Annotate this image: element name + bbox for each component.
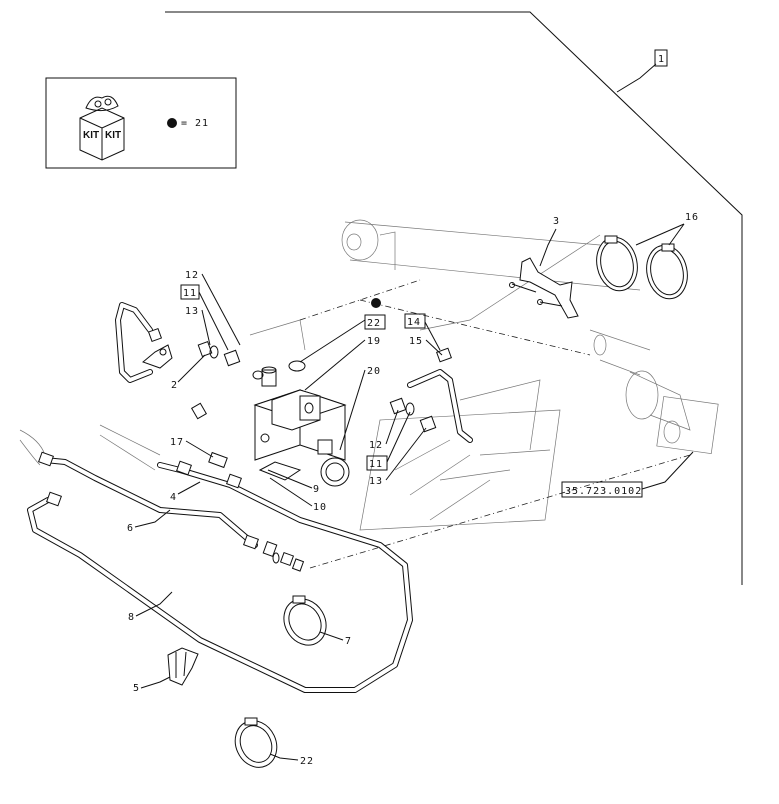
hose-clamp-22 <box>234 717 278 768</box>
svg-text:11: 11 <box>369 459 383 470</box>
svg-text:10: 10 <box>313 502 327 513</box>
center-lines <box>299 279 691 569</box>
tube-assembly-2 <box>115 302 241 420</box>
kit-label-right: KIT <box>105 130 121 141</box>
o-ring <box>252 360 306 380</box>
svg-text:16: 16 <box>685 212 699 223</box>
svg-text:4: 4 <box>170 492 177 503</box>
kit-box-icon: KIT KIT <box>79 95 125 161</box>
svg-text:17: 17 <box>170 437 184 448</box>
svg-text:13: 13 <box>369 476 383 487</box>
svg-text:5: 5 <box>133 683 140 694</box>
reference-box: 35.723.0102 <box>561 451 694 498</box>
tube-assembly-right <box>389 347 473 443</box>
callouts: 12 11 13 2 22 19 20 14 15 12 11 <box>127 270 443 767</box>
svg-text:35.723.0102: 35.723.0102 <box>565 486 642 497</box>
kit-legend: KIT KIT = 21 <box>45 77 237 169</box>
hose-clamps-16: 16 <box>596 212 699 300</box>
svg-text:22: 22 <box>367 318 381 329</box>
frame-bracket <box>165 11 743 585</box>
svg-text:14: 14 <box>407 317 421 328</box>
svg-text:7: 7 <box>345 636 352 647</box>
svg-text:2: 2 <box>171 380 178 391</box>
bracket-3: 3 <box>509 216 579 319</box>
svg-text:22: 22 <box>300 756 314 767</box>
svg-text:13: 13 <box>185 306 199 317</box>
svg-text:12: 12 <box>369 440 383 451</box>
kit-label-left: KIT <box>83 130 99 141</box>
clip-5 <box>167 647 199 686</box>
svg-text:12: 12 <box>185 270 199 281</box>
svg-text:15: 15 <box>409 336 423 347</box>
callout-1: 1 <box>616 49 668 93</box>
svg-text:8: 8 <box>128 612 135 623</box>
svg-text:1: 1 <box>658 54 665 65</box>
valve-block <box>253 366 350 487</box>
kit-legend-text: = 21 <box>181 118 209 129</box>
svg-text:9: 9 <box>313 484 320 495</box>
svg-text:11: 11 <box>183 288 197 299</box>
svg-text:20: 20 <box>367 366 381 377</box>
hose-clamp-7 <box>283 595 327 646</box>
svg-text:6: 6 <box>127 523 134 534</box>
kit-dot-icon <box>167 118 177 128</box>
svg-text:19: 19 <box>367 336 381 347</box>
svg-text:3: 3 <box>553 216 560 227</box>
tube-assembly-lower <box>19 424 413 693</box>
kit-indicator-dot-icon <box>371 298 381 308</box>
